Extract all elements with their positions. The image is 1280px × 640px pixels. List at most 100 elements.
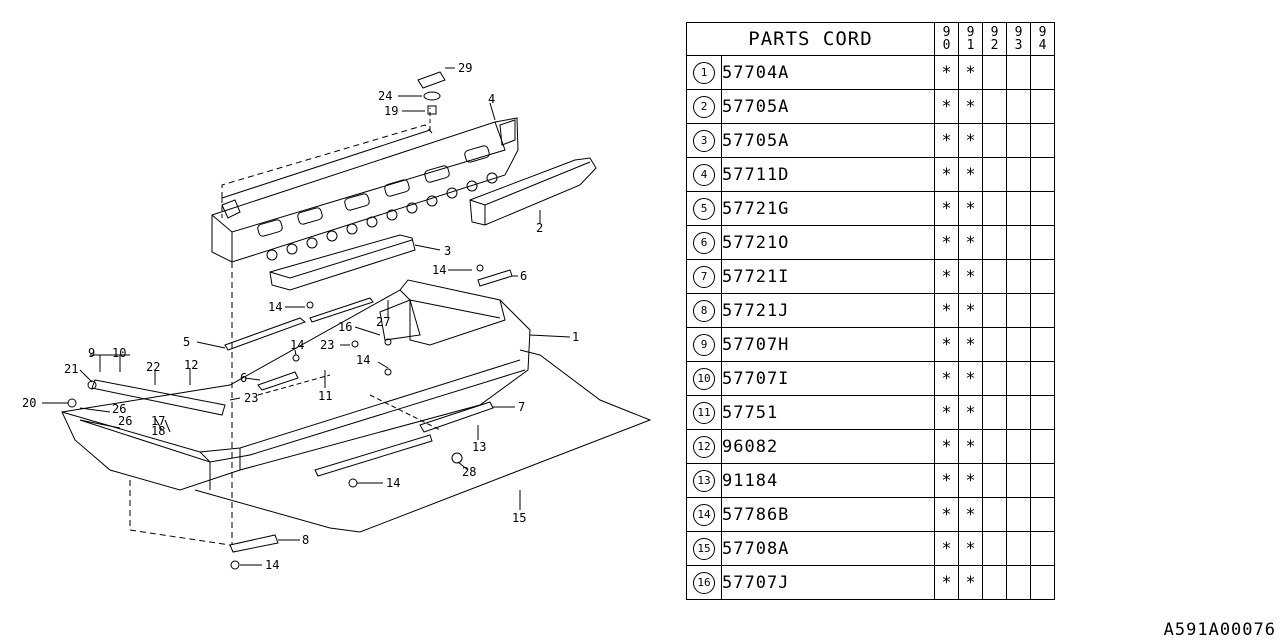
bracket-8 bbox=[229, 534, 279, 553]
year-mark bbox=[1006, 429, 1031, 464]
bumper-face bbox=[61, 279, 531, 491]
year-mark bbox=[1006, 89, 1031, 124]
callout-20: 21 bbox=[64, 362, 78, 376]
year-mark: * bbox=[934, 361, 959, 396]
year-mark bbox=[1006, 531, 1031, 566]
row-number: 2 bbox=[686, 89, 722, 124]
callout-21: 20 bbox=[22, 396, 36, 410]
callout-34: 8 bbox=[302, 533, 309, 547]
callout-11: 16 bbox=[338, 320, 352, 334]
year-mark: * bbox=[958, 497, 983, 532]
year-mark: * bbox=[958, 463, 983, 498]
callout-25: 26 bbox=[112, 402, 126, 416]
year-mark: * bbox=[934, 293, 959, 328]
callout-1: 24 bbox=[378, 89, 392, 103]
year-mark bbox=[1030, 191, 1055, 226]
year-mark: * bbox=[958, 157, 983, 192]
year-mark: * bbox=[958, 259, 983, 294]
year-mark bbox=[1006, 293, 1031, 328]
year-mark bbox=[1030, 361, 1055, 396]
year-mark: * bbox=[958, 55, 983, 90]
year-mark bbox=[982, 361, 1007, 396]
year-mark: * bbox=[934, 157, 959, 192]
row-number: 15 bbox=[686, 531, 722, 566]
year-mark bbox=[982, 531, 1007, 566]
row-number: 16 bbox=[686, 565, 722, 600]
part-code: 57705A bbox=[721, 89, 935, 124]
year-mark bbox=[1030, 429, 1055, 464]
year-mark: * bbox=[934, 565, 959, 600]
callout-16: 9 bbox=[88, 346, 95, 360]
callout-10: 27 bbox=[376, 315, 390, 329]
year-mark bbox=[982, 463, 1007, 498]
callout-17: 10 bbox=[112, 346, 126, 360]
callout-19: 12 bbox=[184, 358, 198, 372]
callout-32: 14 bbox=[386, 476, 400, 490]
row-number: 10 bbox=[686, 361, 722, 396]
year-mark: * bbox=[958, 327, 983, 362]
callout-2: 19 bbox=[384, 104, 398, 118]
year-mark bbox=[1030, 259, 1055, 294]
year-mark: * bbox=[934, 497, 959, 532]
row-number: 4 bbox=[686, 157, 722, 192]
year-mark bbox=[1006, 565, 1031, 600]
callout-labels: 29 24 19 4 2 3 6 14 14 1 27 16 23 14 5 1… bbox=[22, 61, 579, 572]
year-mark: * bbox=[934, 531, 959, 566]
row-number: 9 bbox=[686, 327, 722, 362]
year-mark bbox=[982, 259, 1007, 294]
year-mark bbox=[1030, 55, 1055, 90]
callout-7: 14 bbox=[432, 263, 446, 277]
year-mark bbox=[982, 327, 1007, 362]
year-mark bbox=[982, 497, 1007, 532]
bumper-reinforcement-beam bbox=[211, 117, 519, 263]
year-mark bbox=[1030, 89, 1055, 124]
row-number: 14 bbox=[686, 497, 722, 532]
row-number: 5 bbox=[686, 191, 722, 226]
year-mark: * bbox=[958, 225, 983, 260]
year-mark bbox=[1030, 123, 1055, 158]
bracket-6-left bbox=[257, 371, 299, 391]
year-mark: * bbox=[958, 531, 983, 566]
callout-29: 7 bbox=[518, 400, 525, 414]
callout-6: 6 bbox=[520, 269, 527, 283]
year-mark bbox=[1030, 497, 1055, 532]
washer-24 bbox=[423, 91, 441, 101]
year-mark bbox=[1030, 463, 1055, 498]
year-mark bbox=[1030, 565, 1055, 600]
part-code: 57711D bbox=[721, 157, 935, 192]
bolt-19 bbox=[427, 105, 437, 115]
year-mark bbox=[1006, 327, 1031, 362]
callout-8: 14 bbox=[268, 300, 282, 314]
year-mark bbox=[982, 429, 1007, 464]
callout-5: 3 bbox=[444, 244, 451, 258]
part-code: 57708A bbox=[721, 531, 935, 566]
row-number: 3 bbox=[686, 123, 722, 158]
callout-23: 11 bbox=[318, 389, 332, 403]
part-code: 57704A bbox=[721, 55, 935, 90]
callout-18: 22 bbox=[146, 360, 160, 374]
callout-26: 26 bbox=[118, 414, 132, 428]
year-mark bbox=[1030, 395, 1055, 430]
row-number: 7 bbox=[686, 259, 722, 294]
year-mark bbox=[1006, 55, 1031, 90]
year-mark: * bbox=[934, 327, 959, 362]
part-code: 57707J bbox=[721, 565, 935, 600]
callout-9: 1 bbox=[572, 330, 579, 344]
year-mark bbox=[1030, 157, 1055, 192]
year-mark bbox=[1006, 259, 1031, 294]
callout-22: 6 bbox=[240, 371, 247, 385]
year-mark bbox=[982, 293, 1007, 328]
callout-33: 15 bbox=[512, 511, 526, 525]
